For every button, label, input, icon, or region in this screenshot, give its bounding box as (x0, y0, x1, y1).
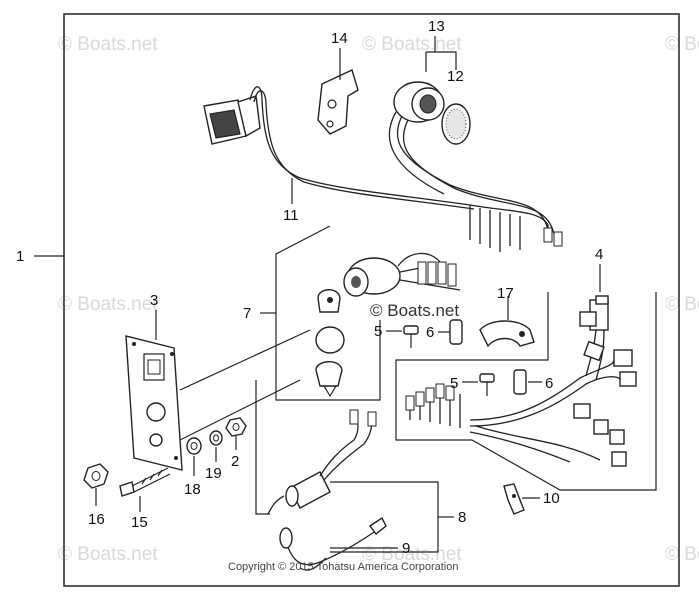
switch-8 (267, 409, 377, 515)
watermark-1: © Boats.net (58, 34, 158, 55)
watermark-4: © Boats.net (58, 294, 158, 315)
screw-5b (479, 373, 495, 396)
group-box-8 (330, 481, 439, 553)
leader-13 (425, 51, 457, 72)
lanyard-9 (279, 516, 387, 571)
callout-6a: 6 (426, 324, 434, 341)
link-3-7b (179, 379, 301, 441)
clamp-17 (479, 320, 535, 348)
callout-9: 9 (402, 540, 410, 557)
key-switch-7 (315, 252, 461, 398)
callout-15: 15 (131, 514, 148, 531)
callout-5b: 5 (450, 375, 458, 392)
link-3-7 (179, 329, 311, 391)
cover-12 (441, 103, 471, 145)
buzzer-13 (388, 81, 563, 247)
harness-4 (405, 295, 637, 467)
watermark-2: © Boats.net (362, 34, 462, 55)
group-box-7 (275, 225, 381, 401)
watermark-center: © Boats.net (370, 301, 459, 320)
callout-8: 8 (458, 509, 466, 526)
assembly-frame (63, 13, 680, 587)
sleeve-6a (449, 319, 463, 345)
screw-5a (403, 325, 419, 348)
callout-5a: 5 (374, 323, 382, 340)
clip-10 (503, 483, 525, 515)
bracket-14 (317, 69, 359, 135)
callout-4: 4 (595, 246, 603, 263)
callout-11: 11 (283, 207, 299, 224)
callout-19: 19 (205, 465, 222, 482)
sleeve-6b (513, 369, 527, 395)
callout-2: 2 (231, 453, 239, 470)
callout-1: 1 (16, 248, 24, 265)
callout-17: 17 (497, 285, 514, 302)
group-box-4 (395, 292, 657, 491)
bolt-15 (119, 467, 171, 497)
panel-3 (125, 335, 183, 471)
copyright-text: Copyright © 2015 Tohatsu America Corpora… (228, 561, 458, 573)
washer-18 (186, 437, 202, 455)
washer-19 (209, 430, 223, 446)
callout-14: 14 (331, 30, 348, 47)
callout-13: 13 (428, 18, 445, 35)
watermark-6: © Boats.net (58, 544, 158, 565)
watermark-7: © Boats.net (362, 544, 462, 565)
callout-16: 16 (88, 511, 105, 528)
callout-7: 7 (243, 305, 251, 322)
link-8 (255, 380, 270, 515)
callout-12: 12 (447, 68, 464, 85)
watermark-3: © Boats.net (665, 34, 699, 55)
callout-18: 18 (184, 481, 201, 498)
nut-16 (83, 463, 109, 489)
callout-6b: 6 (545, 375, 553, 392)
nut-2 (225, 417, 247, 437)
watermarks: © Boats.net © Boats.net © Boats.net © Bo… (58, 34, 699, 565)
callout-10: 10 (543, 490, 560, 507)
watermark-8: © Boats.net (665, 544, 699, 565)
callout-3: 3 (150, 292, 158, 309)
harness-11 (203, 86, 549, 252)
watermark-5: © Boats.net (665, 294, 699, 315)
